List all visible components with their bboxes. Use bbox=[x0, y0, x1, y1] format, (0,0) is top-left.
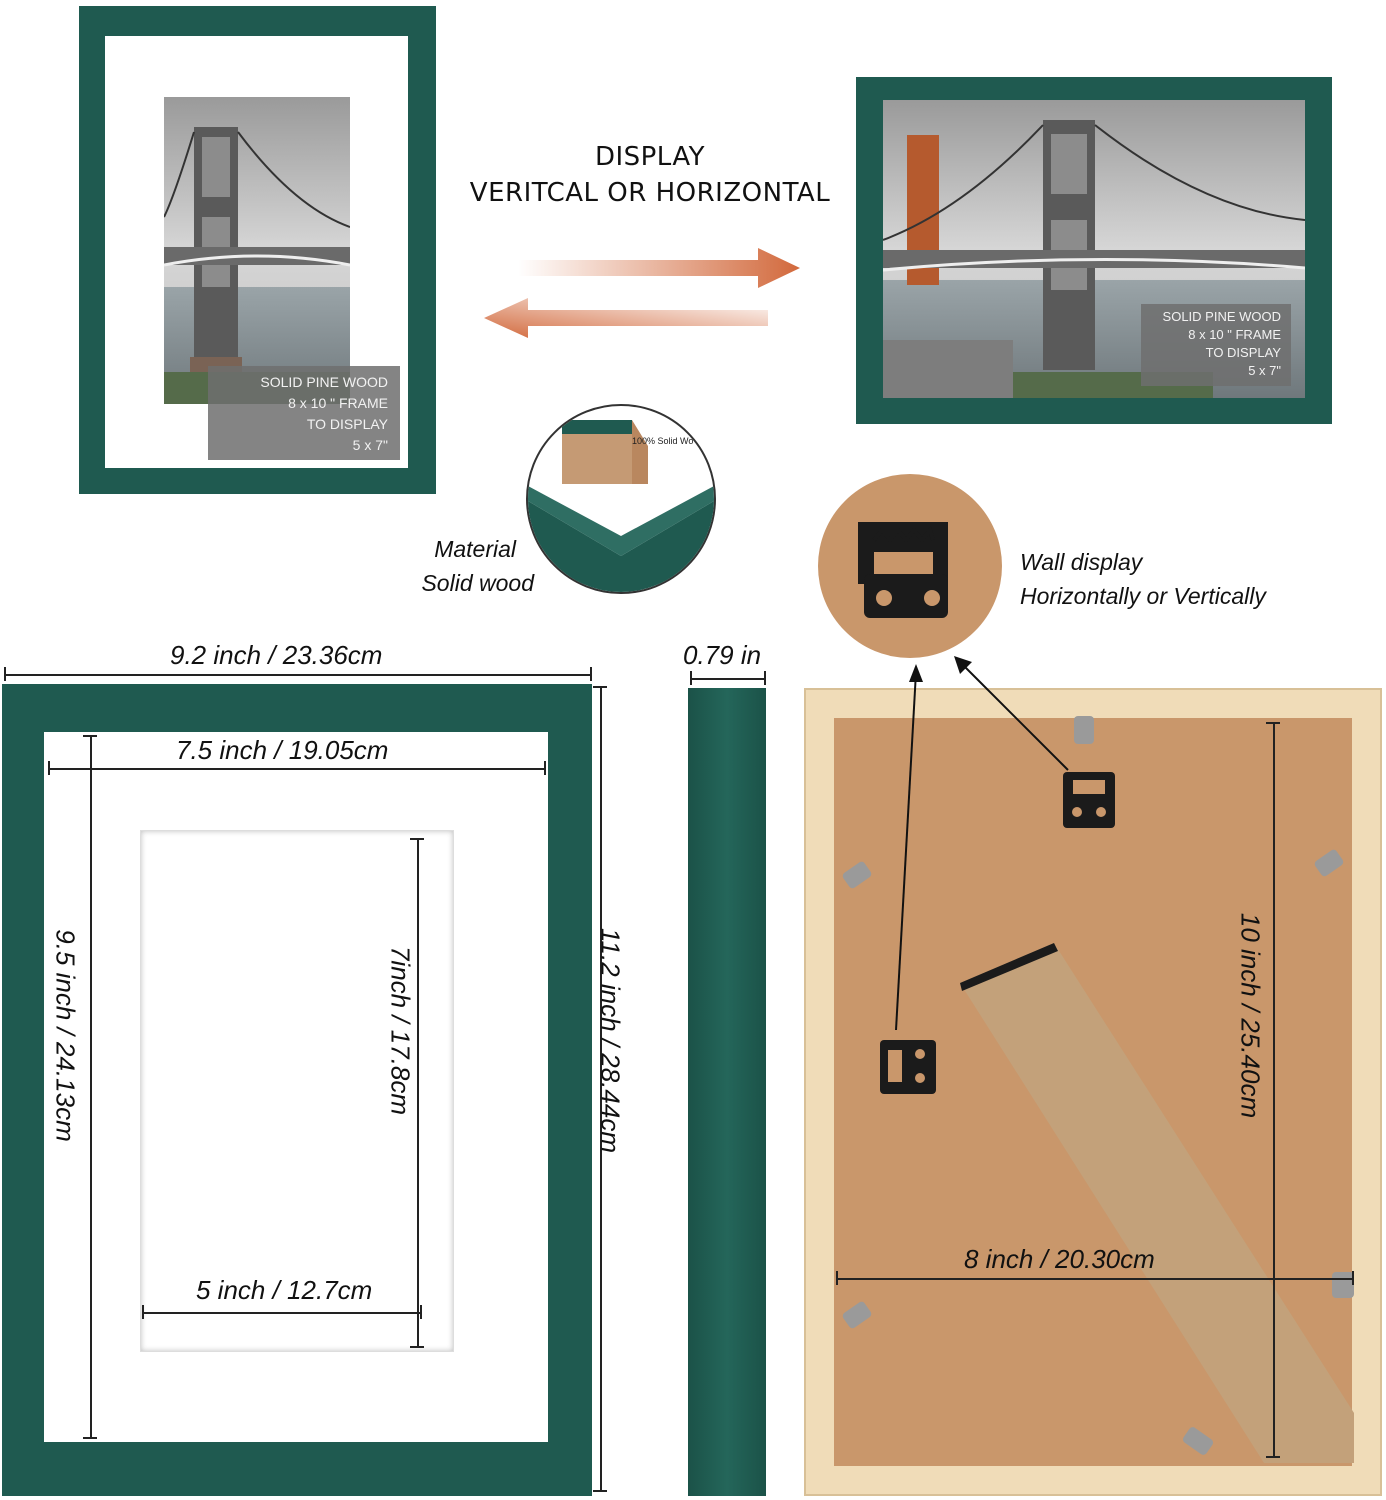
back-width-tick-right bbox=[1352, 1271, 1354, 1285]
inner-width-tick-left bbox=[48, 761, 50, 775]
outer-height-line bbox=[600, 686, 602, 1492]
frame-back-view bbox=[804, 688, 1382, 1496]
outer-width-tick-left bbox=[4, 667, 6, 681]
display-title-line-1: DISPLAY bbox=[594, 142, 706, 172]
inner-width-label: 7.5 inch / 19.05cm bbox=[176, 735, 389, 765]
material-corner-text: 100% Solid Wo bbox=[632, 436, 694, 446]
opening-height-tick-bottom bbox=[410, 1346, 424, 1348]
opening-height-tick-top bbox=[410, 838, 424, 840]
wall-display-line-2: Horizontally or Vertically bbox=[1020, 583, 1266, 609]
material-detail-circle: 100% Solid Wo bbox=[526, 404, 716, 594]
inner-height-tick-top bbox=[83, 735, 97, 737]
inner-height-line bbox=[90, 735, 92, 1439]
outer-width-label: 9.2 inch / 23.36cm bbox=[170, 640, 383, 670]
back-height-line bbox=[1273, 722, 1275, 1458]
opening-width-tick-left bbox=[142, 1305, 144, 1319]
hanger-pointer-arrows bbox=[895, 656, 1069, 1031]
material-label-line-1: Material bbox=[434, 536, 516, 562]
back-height-tick-bottom bbox=[1266, 1456, 1280, 1458]
frame-side-profile bbox=[688, 688, 766, 1496]
sawtooth-hanger-side-icon bbox=[880, 1040, 936, 1094]
back-height-label: 10 inch / 25.40cm bbox=[1235, 912, 1266, 1119]
horizontal-frame: SOLID PINE WOOD 8 x 10 " FRAME TO DISPLA… bbox=[856, 77, 1332, 424]
outer-width-line bbox=[4, 674, 592, 676]
depth-line bbox=[690, 678, 766, 680]
back-width-line bbox=[836, 1278, 1354, 1280]
vertical-frame-mat: SOLID PINE WOOD 8 x 10 " FRAME TO DISPLA… bbox=[105, 36, 408, 468]
opening-width-line bbox=[142, 1312, 422, 1314]
arrow-right-icon bbox=[518, 248, 800, 288]
inner-width-tick-right bbox=[544, 761, 546, 775]
back-width-label: 8 inch / 20.30cm bbox=[964, 1244, 1155, 1274]
spec-line-3: TO DISPLAY bbox=[1205, 345, 1281, 360]
depth-label: 0.79 in bbox=[683, 640, 762, 670]
photo-opening bbox=[140, 830, 454, 1352]
opening-width-label: 5 inch / 12.7cm bbox=[196, 1275, 373, 1305]
depth-tick-left bbox=[690, 671, 692, 685]
wall-display-line-1: Wall display bbox=[1020, 549, 1143, 575]
back-width-tick-left bbox=[836, 1271, 838, 1285]
depth-tick-right bbox=[764, 671, 766, 685]
clip-icon bbox=[1074, 716, 1094, 744]
outer-height-label: 11.2 inch / 28.44cm bbox=[595, 928, 626, 1153]
horizontal-bridge-photo: SOLID PINE WOOD 8 x 10 " FRAME TO DISPLA… bbox=[883, 100, 1305, 398]
opening-height-line bbox=[417, 838, 419, 1348]
inner-height-label: 9.5 inch / 24.13cm bbox=[50, 929, 81, 1142]
outer-height-tick-top bbox=[593, 686, 607, 688]
inner-width-line bbox=[48, 768, 546, 770]
clip-icon bbox=[1332, 1272, 1354, 1298]
display-title-line-2: VERITCAL OR HORIZONTAL bbox=[469, 178, 831, 208]
material-label: Material Solid wood bbox=[398, 532, 534, 600]
pointer-arrow-left-icon bbox=[909, 664, 923, 682]
sawtooth-hanger-top-icon bbox=[1063, 772, 1115, 828]
material-label-line-2: Solid wood bbox=[421, 570, 534, 596]
spec-line-2: 8 x 10 " FRAME bbox=[288, 395, 388, 411]
dimension-frame bbox=[2, 684, 592, 1496]
outer-height-tick-bottom bbox=[593, 1490, 607, 1492]
back-height-tick-top bbox=[1266, 722, 1280, 724]
orientation-arrows bbox=[484, 248, 800, 338]
outer-width-tick-right bbox=[590, 667, 592, 681]
vertical-spec-label: SOLID PINE WOOD 8 x 10 " FRAME TO DISPLA… bbox=[208, 366, 400, 460]
spec-line-4: 5 x 7" bbox=[352, 437, 388, 453]
easel-stand bbox=[960, 943, 1354, 1463]
vertical-bridge-photo bbox=[164, 97, 350, 404]
arrow-left-icon bbox=[484, 298, 768, 338]
wall-hanger-circle bbox=[818, 474, 1002, 658]
spec-line-1: SOLID PINE WOOD bbox=[260, 374, 388, 390]
pointer-arrow-right-icon bbox=[954, 656, 972, 674]
spec-line-2: 8 x 10 " FRAME bbox=[1188, 327, 1281, 342]
spec-line-1: SOLID PINE WOOD bbox=[1162, 309, 1281, 324]
opening-width-tick-right bbox=[420, 1305, 422, 1319]
opening-height-label: 7inch / 17.8cm bbox=[385, 945, 416, 1116]
spec-line-3: TO DISPLAY bbox=[306, 416, 388, 432]
spec-line-4: 5 x 7" bbox=[1248, 363, 1281, 378]
horizontal-spec-label: SOLID PINE WOOD 8 x 10 " FRAME TO DISPLA… bbox=[1141, 304, 1291, 386]
vertical-frame: SOLID PINE WOOD 8 x 10 " FRAME TO DISPLA… bbox=[79, 6, 436, 494]
display-title: DISPLAY VERITCAL OR HORIZONTAL bbox=[440, 142, 860, 208]
inner-height-tick-bottom bbox=[83, 1437, 97, 1439]
wall-display-label: Wall display Horizontally or Vertically bbox=[1020, 545, 1266, 613]
dimension-frame-mat bbox=[44, 732, 548, 1442]
